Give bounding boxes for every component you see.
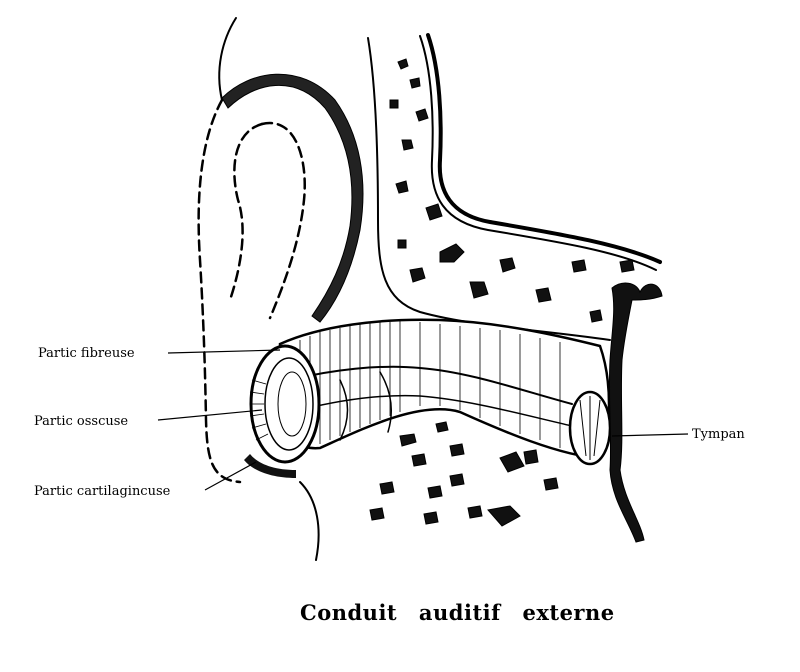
ear-canal <box>278 318 611 460</box>
tympanum <box>568 282 663 543</box>
leader-cartilaginous <box>204 461 257 491</box>
leader-osseous <box>157 409 263 421</box>
pinna <box>197 17 364 561</box>
canal-opening <box>244 344 321 478</box>
label-tympanum: Tympan <box>692 427 745 442</box>
figure-caption: Conduit auditif externe <box>300 600 615 625</box>
pinna-dark-rim <box>221 73 364 323</box>
canal-hatching <box>299 321 561 448</box>
leader-fibrous <box>167 349 281 354</box>
tympanic-wall <box>608 282 663 543</box>
leader-tympanum <box>611 433 689 437</box>
label-cartilaginous-part: Partic cartilagincuse <box>34 484 171 499</box>
leader-lines <box>157 349 689 491</box>
label-osseous-part: Partic osscuse <box>34 414 128 429</box>
cartilage-dark-edge <box>244 454 296 478</box>
label-fibrous-part: Partic fibreuse <box>38 346 135 361</box>
